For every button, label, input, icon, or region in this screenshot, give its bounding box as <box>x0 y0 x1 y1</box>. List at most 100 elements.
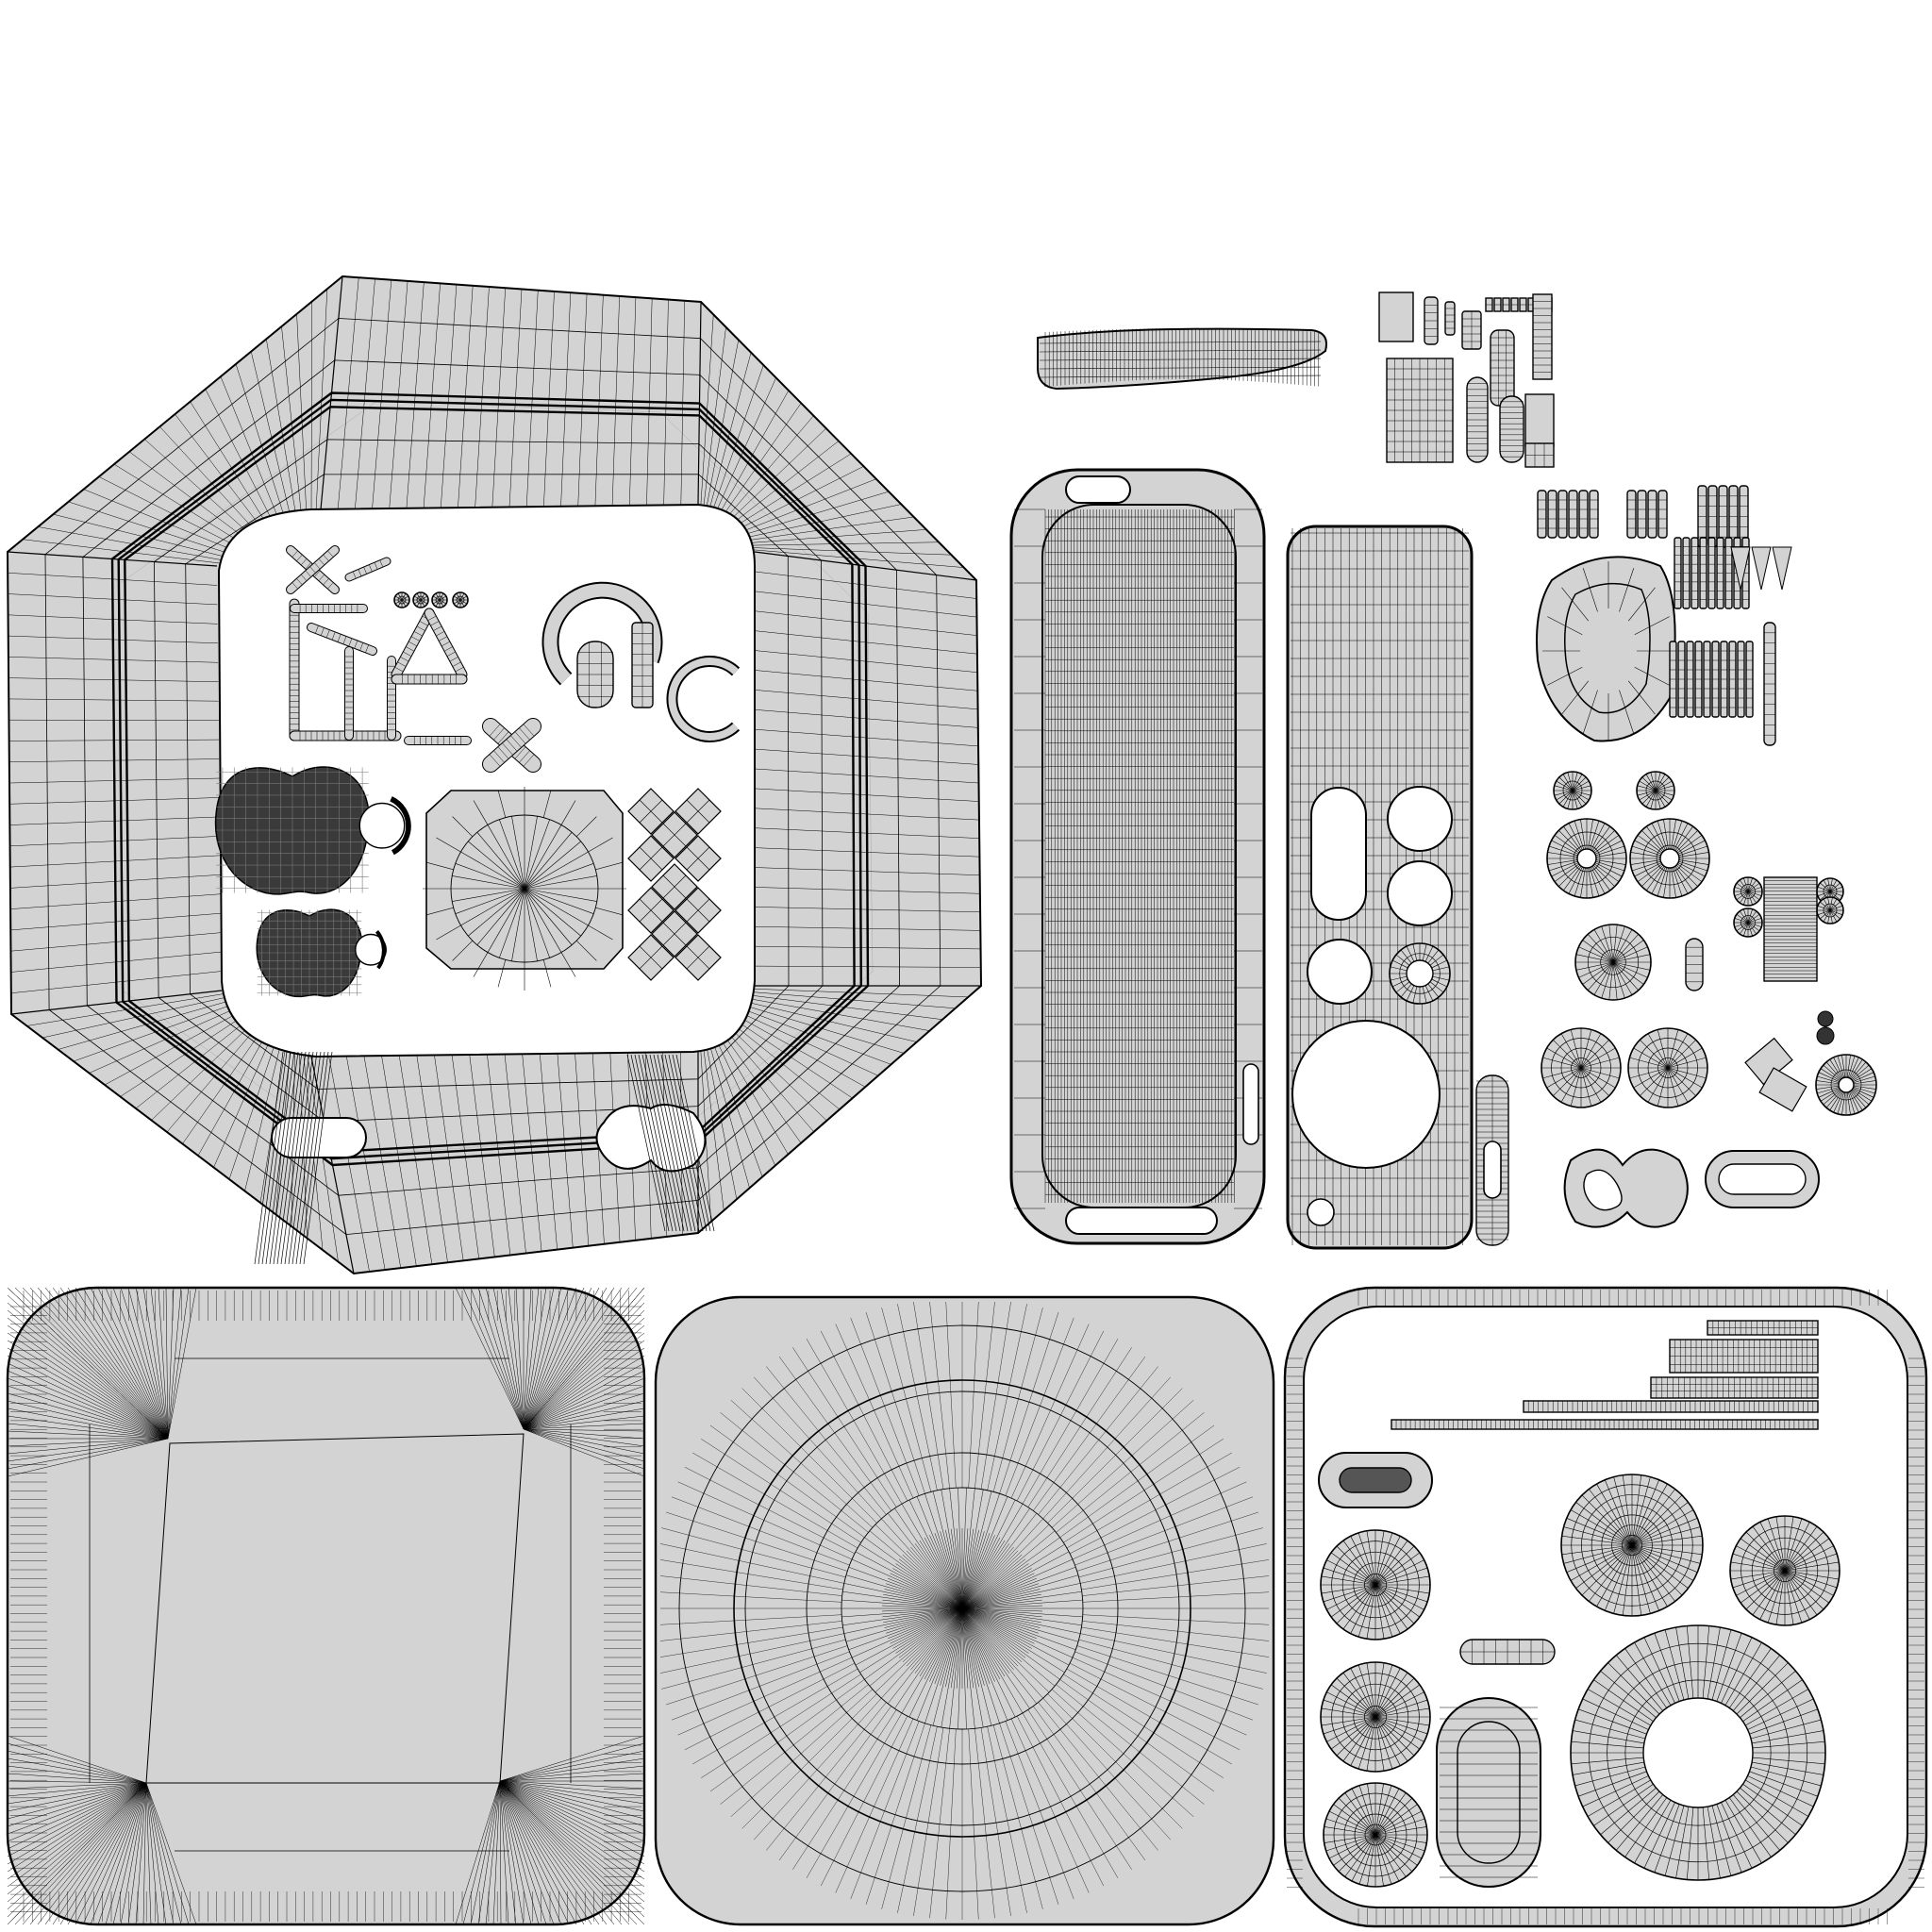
br-disc-ring-spoke <box>1752 1740 1825 1749</box>
bm-center-spoke <box>941 1607 963 1728</box>
disc-oct-spoke <box>1612 934 1639 963</box>
br-disc-large-spoke <box>1596 1483 1633 1546</box>
bm-center-spoke <box>961 1607 1000 1724</box>
bl-fan-edge <box>499 1780 525 1925</box>
bl-fan-edge <box>523 1428 645 1470</box>
br-disc-right-spoke <box>1740 1538 1786 1572</box>
br-disc-ring-spoke <box>1643 1802 1675 1869</box>
bm-outer-spoke <box>1080 1633 1267 1674</box>
br-disc-left-b-spoke <box>1374 1691 1424 1718</box>
br-capsule-inner <box>1457 1721 1521 1864</box>
br-disc-left-a-spoke <box>1342 1540 1376 1586</box>
br-disc-large-spoke <box>1605 1479 1633 1546</box>
oct-spoke <box>487 888 525 953</box>
ring-dense-edge <box>660 1054 700 1232</box>
peg-b-1-outline <box>1637 490 1647 539</box>
bm-outer-spoke <box>1038 1702 1158 1851</box>
disc-tiny-a-spoke <box>1567 772 1574 791</box>
disc-star-a-spoke <box>1591 823 1606 851</box>
disc-pair-d-spoke <box>1827 909 1831 924</box>
panel-knob-spoke <box>1432 975 1450 981</box>
bm-center-spoke <box>864 1607 963 1680</box>
bl-fan-edge <box>7 1782 147 1790</box>
ring-concentric-loop <box>185 474 790 1090</box>
bm-center-spoke <box>961 1607 1041 1628</box>
bm-center-spoke <box>932 1491 963 1609</box>
disc-pair-d-spoke <box>1829 901 1840 911</box>
br-disc-left-c-spoke <box>1338 1797 1376 1836</box>
tube-tri-r-seg <box>453 661 461 667</box>
bm-outer-spoke <box>659 1543 844 1584</box>
br-disc-left-c-spoke <box>1374 1834 1427 1843</box>
bm-center-spoke <box>961 1607 985 1686</box>
bl-fan-edge <box>523 1428 645 1440</box>
oct-spoke <box>524 819 550 890</box>
disc-pair-a-spoke <box>1739 879 1749 892</box>
br-disc-ring-spoke <box>1745 1689 1809 1726</box>
br-disc-ring-spoke <box>1634 1641 1672 1706</box>
br-disc-left-a-spoke <box>1374 1536 1401 1586</box>
br-disc-ring-spoke <box>1582 1775 1649 1807</box>
bm-center-spoke <box>961 1558 1074 1609</box>
tube-tri-r-seg <box>450 657 458 662</box>
bl-fan-edge <box>523 1428 645 1462</box>
peg-a-5-outline <box>1589 490 1599 539</box>
bm-center-spoke <box>886 1607 963 1634</box>
bm-center-spoke <box>961 1543 1065 1609</box>
bl-fan-edge <box>44 1782 147 1925</box>
br-disc-right-spoke <box>1784 1570 1818 1616</box>
disc-pair-d-spoke <box>1829 909 1840 920</box>
disc-oct-spoke <box>1578 961 1614 978</box>
bm-center-spoke <box>961 1489 984 1609</box>
tiny-wheel-1-spoke <box>420 595 428 601</box>
br-disc-large-spoke <box>1631 1544 1683 1596</box>
br-disc-left-a-spoke <box>1350 1536 1376 1586</box>
bm-center-spoke <box>961 1558 1026 1609</box>
disc-knot-spoke <box>1818 1088 1840 1098</box>
tube-diag-a-seg <box>359 642 363 651</box>
bm-center-spoke <box>961 1577 1037 1609</box>
cross-tile-3-mid <box>639 846 663 871</box>
bl-fan-edge <box>499 1735 645 1782</box>
bm-outer-spoke <box>945 1728 957 1920</box>
br-disc-right-spoke <box>1736 1570 1786 1596</box>
br-disc-left-b-spoke <box>1374 1716 1421 1750</box>
bm-center-spoke <box>961 1607 1024 1713</box>
bl-fan-edge <box>499 1780 615 1925</box>
bm-center-spoke <box>961 1488 975 1609</box>
disc-star-b-spoke <box>1634 862 1662 877</box>
cross-small-b-seg <box>497 746 509 759</box>
bm-outer-spoke <box>1051 1400 1194 1528</box>
disc-knot-spoke <box>1816 1080 1840 1085</box>
disc-tiny-b-spoke <box>1639 790 1657 801</box>
bm-outer-spoke <box>1081 1626 1270 1657</box>
bm-center-spoke <box>961 1546 1014 1609</box>
tube-x2-seg <box>301 575 307 581</box>
bl-fan-edge <box>7 1400 169 1440</box>
disc-star-a-hole <box>1576 848 1597 869</box>
br-disc-ring-spoke <box>1582 1698 1649 1730</box>
br-disc-left-b-spoke <box>1342 1672 1376 1718</box>
br-disc-left-b-spoke <box>1374 1716 1428 1735</box>
bm-outer-spoke <box>821 1715 908 1887</box>
disc-pair-b-spoke <box>1747 922 1753 937</box>
bl-fan-edge <box>499 1780 645 1850</box>
tube-tri-l-seg <box>414 631 423 637</box>
bl-fan-edge <box>7 1782 147 1880</box>
br-disc-large-spoke <box>1566 1544 1633 1573</box>
br-disc-left-b-spoke <box>1374 1716 1393 1770</box>
disc-grid-a-spoke <box>1580 1067 1620 1079</box>
ring-dense-edge <box>299 1051 329 1265</box>
panel-knob-spoke <box>1424 985 1434 1001</box>
panel-knob-spoke <box>1392 978 1408 988</box>
disc-oct-spoke <box>1588 961 1614 991</box>
br-disc-left-a-spoke <box>1374 1567 1428 1586</box>
bl-fan-edge <box>145 1782 152 1925</box>
disc-oct-spoke <box>1593 929 1614 963</box>
bl-fan-edge <box>523 1287 645 1430</box>
bl-fan-edge <box>105 1287 169 1440</box>
bm-center-spoke <box>929 1535 963 1609</box>
ring-dense-edge <box>265 1051 295 1265</box>
br-disc-left-b-spoke <box>1374 1668 1401 1718</box>
oct-outer-edge <box>588 837 613 853</box>
